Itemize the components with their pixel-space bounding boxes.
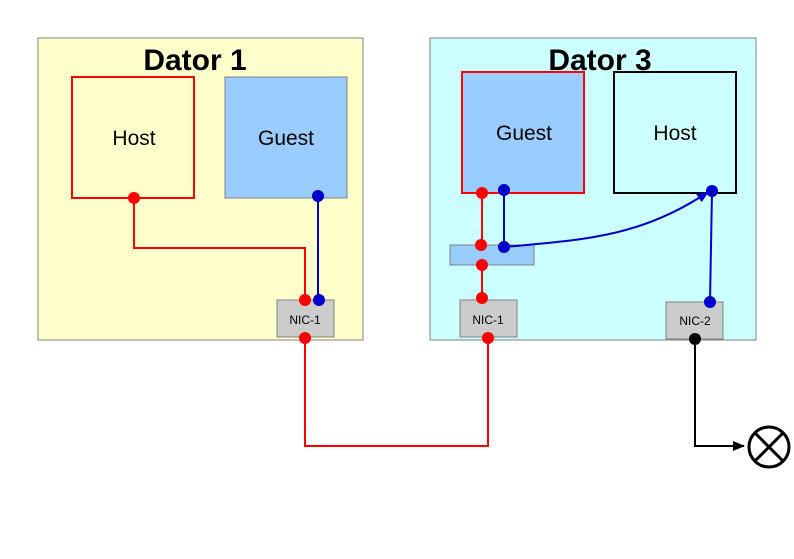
dator1-title: Dator 1 (143, 44, 246, 77)
dator3-host-to-nic2-link (709, 190, 713, 303)
dator1-nic1-out-dot (299, 332, 311, 344)
crossed-circle-icon (747, 425, 791, 469)
dator3-switch-red-bottom-dot (476, 259, 488, 271)
dator3-bridge-to-host-arrow (503, 191, 709, 248)
dator1-host-label: Host (112, 127, 155, 150)
nic2-to-internet-arrow (694, 339, 745, 451)
dator3-nic2-top-dot (704, 296, 716, 308)
dator3-nic1 (459, 299, 518, 338)
dator1-computer: Dator 1 Host Guest NIC-1 (37, 37, 364, 341)
dator3-guest-box (461, 71, 585, 194)
dator1-nic1 (276, 299, 335, 338)
dator1-guest-box (224, 76, 348, 199)
dator3-nic1-label: NIC-1 (472, 313, 504, 327)
dator3-switch-blue-dot (498, 241, 510, 253)
dator3-guest-label: Guest (496, 122, 552, 145)
dator3-guest-red-dot (476, 187, 488, 199)
dator3-nic2-out-dot (689, 333, 701, 345)
dator3-host-label: Host (653, 122, 696, 145)
black-connections (694, 339, 745, 451)
dator1-guest-label: Guest (258, 127, 314, 150)
connection-dots (128, 184, 718, 345)
dator3-nic1-top-dot (476, 292, 488, 304)
dator1-nic1-host-dot (299, 294, 311, 306)
dator3-nic2-label: NIC-2 (679, 314, 711, 328)
dator3-host-box (613, 71, 737, 194)
nic-to-nic-cable (304, 338, 489, 447)
dator3-computer: Dator 3 Guest Host NIC-1 NIC-2 (429, 37, 757, 341)
dator1-host-port-dot (128, 192, 140, 204)
dator3-nic1-out-dot (482, 332, 494, 344)
dator1-guest-port-dot (312, 190, 324, 202)
dator1-host-box (71, 76, 195, 199)
dator3-guest-blue-dot (498, 184, 510, 196)
blue-connections (317, 190, 713, 303)
dator3-switch-red-top-dot (475, 239, 487, 251)
dator3-virtual-switch (449, 244, 535, 266)
dator1-nic1-label: NIC-1 (289, 313, 321, 327)
dator1-nic1-guest-dot (313, 294, 325, 306)
dator1-host-to-nic-link (133, 198, 306, 300)
dator3-host-port-dot (706, 185, 718, 197)
dator3-nic2 (665, 301, 724, 340)
